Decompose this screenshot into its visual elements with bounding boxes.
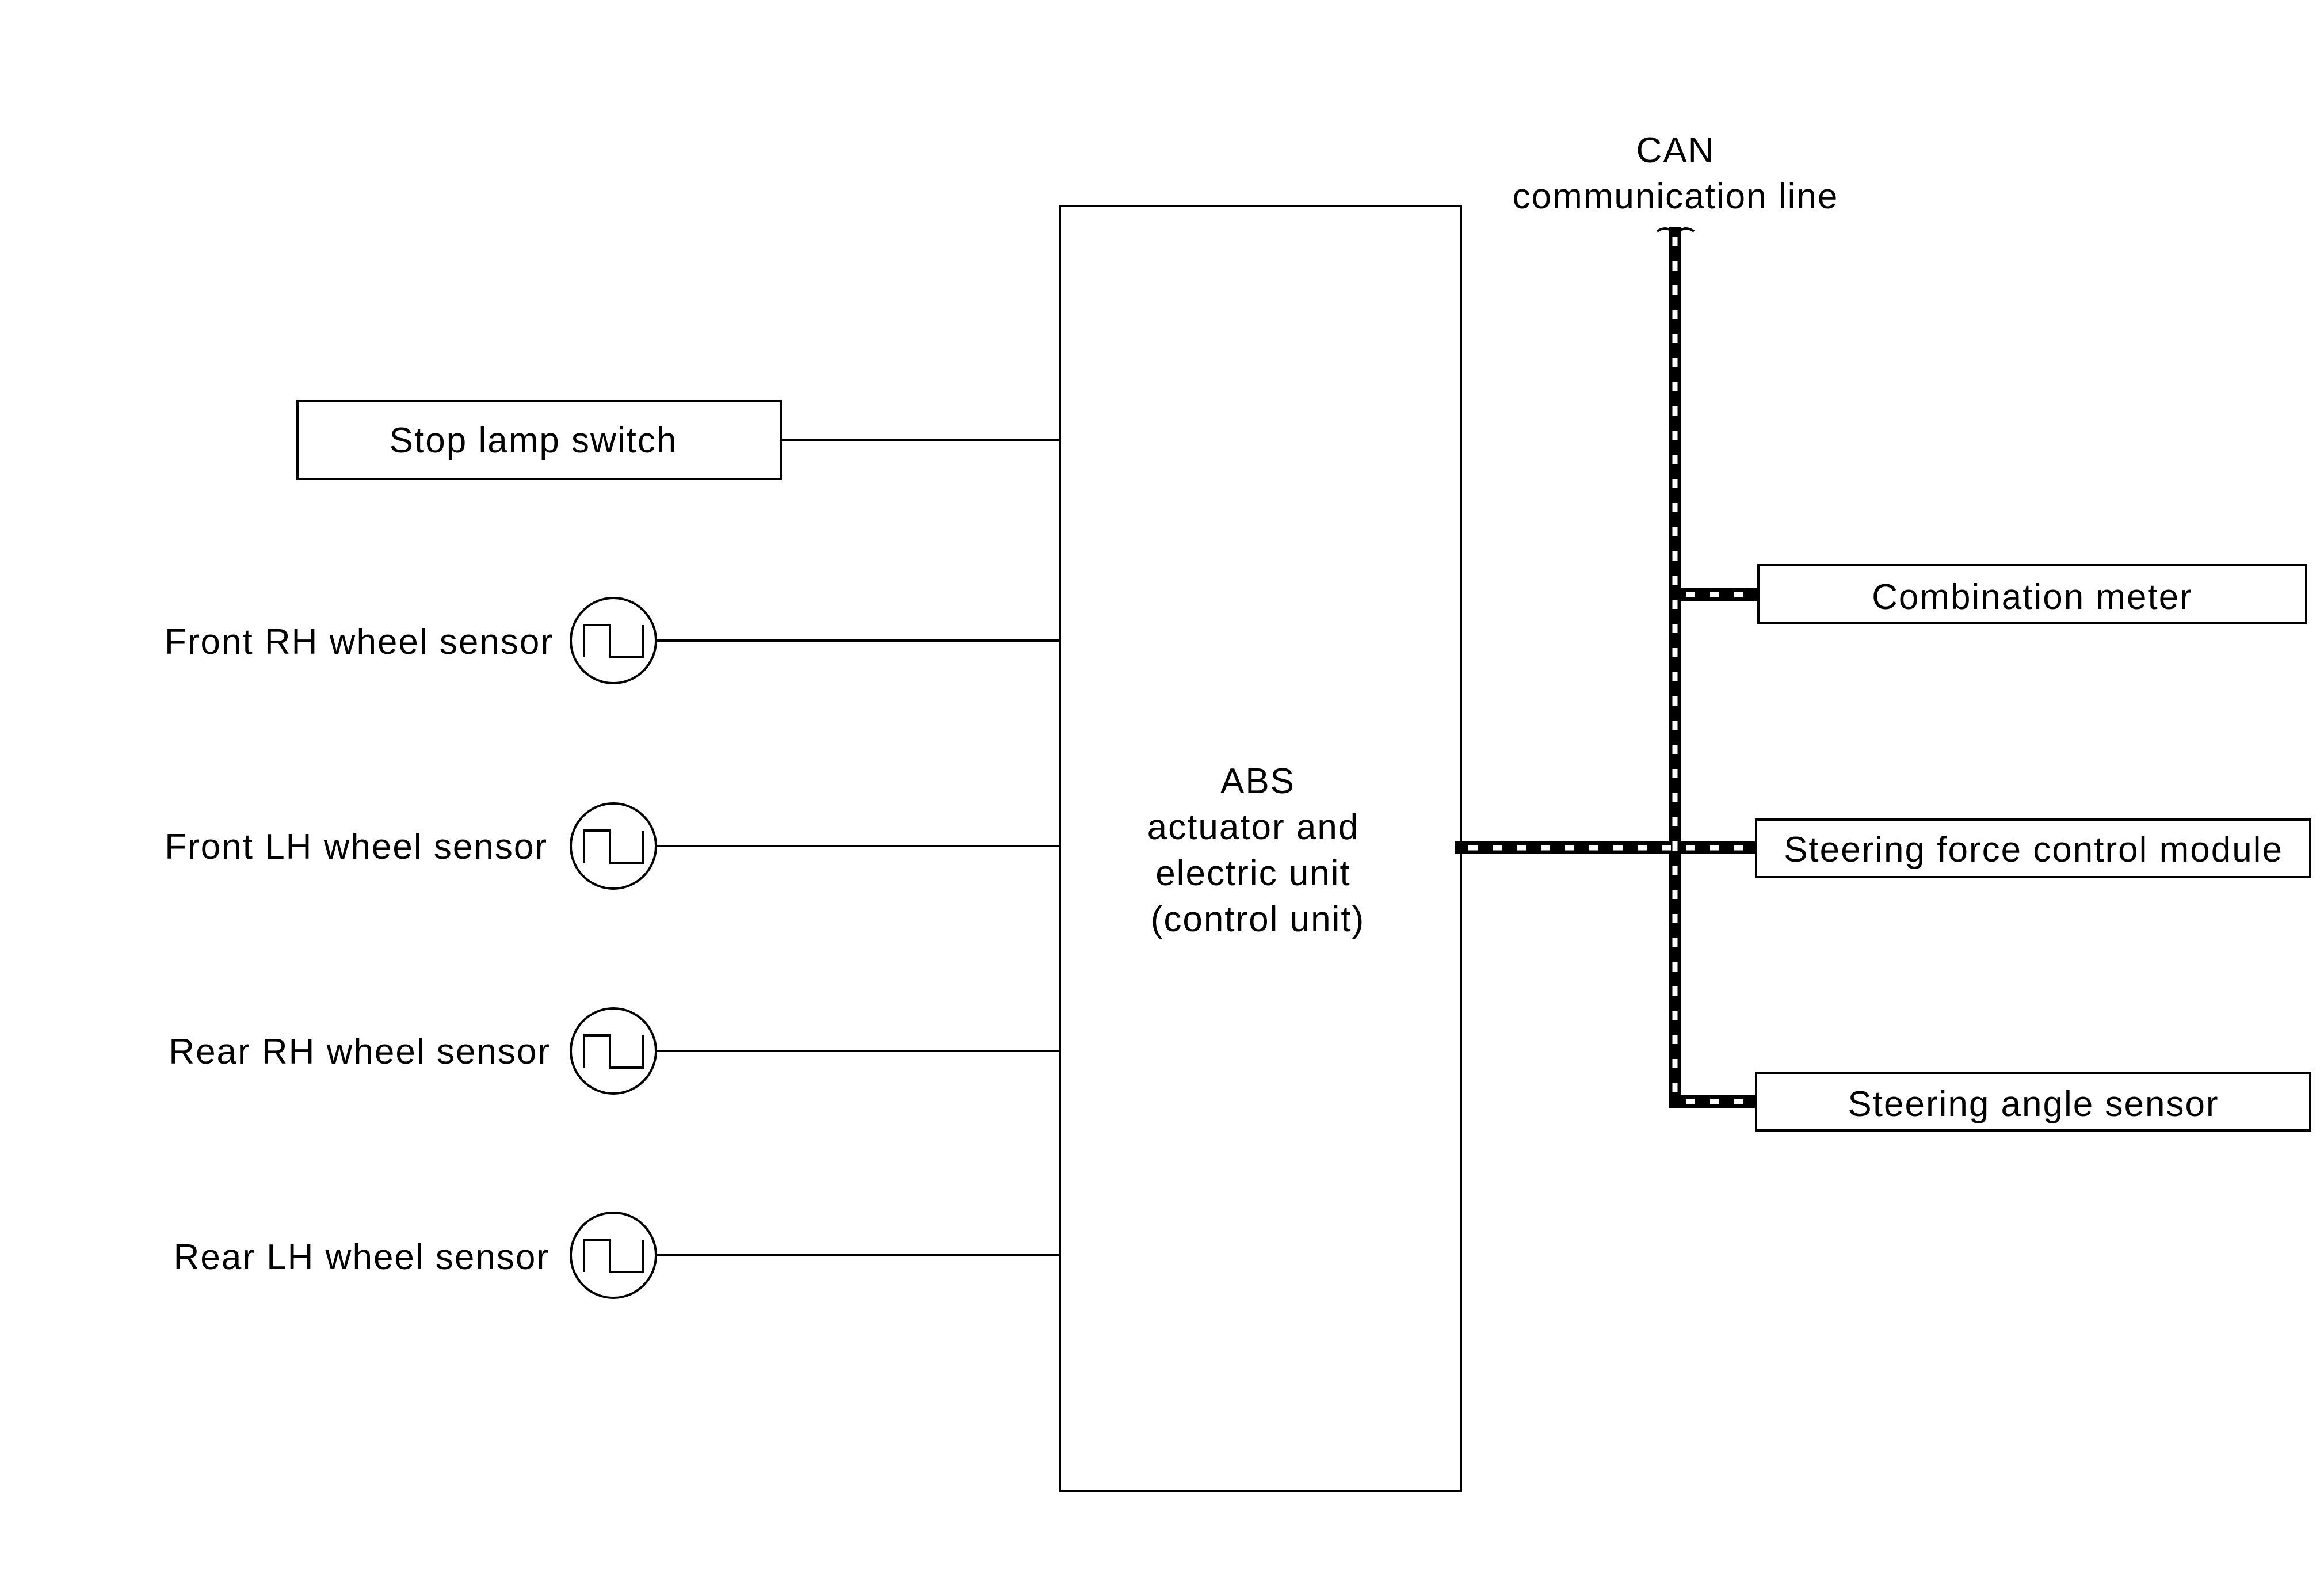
can-label-line2: communication line xyxy=(1513,177,1839,216)
front-rh-wheel-sensor-label: Front RH wheel sensor xyxy=(165,622,554,662)
square-wave-pulse-icon xyxy=(570,597,657,684)
abs-control-unit-box xyxy=(1059,205,1462,1492)
control-unit-label-line4: (control unit) xyxy=(1151,900,1365,939)
steering-force-control-module-box xyxy=(1755,818,2311,878)
control-unit-label-line3: electric unit xyxy=(1155,854,1351,893)
square-wave-pulse-icon xyxy=(570,802,657,890)
control-unit-label-line1: ABS xyxy=(1220,761,1295,801)
combination-meter-label: Combination meter xyxy=(1872,577,2193,617)
stop-lamp-switch-box xyxy=(296,400,782,480)
steering-angle-sensor-label: Steering angle sensor xyxy=(1848,1084,2219,1124)
square-wave-pulse-icon xyxy=(570,1007,657,1095)
stop-lamp-switch-label: Stop lamp switch xyxy=(390,421,678,460)
combination-meter-box xyxy=(1757,564,2307,624)
control-unit-label-line2: actuator and xyxy=(1147,807,1360,847)
front-lh-wheel-sensor-label: Front LH wheel sensor xyxy=(165,827,548,867)
rear-lh-wheel-sensor-label: Rear LH wheel sensor xyxy=(174,1237,549,1277)
steering-force-control-module-label: Steering force control module xyxy=(1784,830,2283,870)
steering-angle-sensor-box xyxy=(1755,1072,2311,1132)
rear-rh-wheel-sensor-label: Rear RH wheel sensor xyxy=(169,1032,551,1072)
can-bus-lines xyxy=(1455,227,1765,1108)
square-wave-pulse-icon xyxy=(570,1212,657,1299)
can-label-line1: CAN xyxy=(1636,131,1715,170)
